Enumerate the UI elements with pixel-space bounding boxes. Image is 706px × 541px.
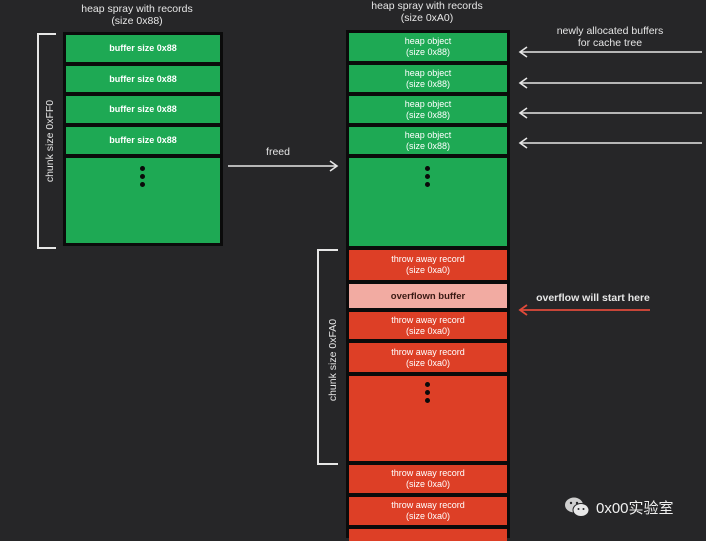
watermark-text: 0x00实验室 bbox=[596, 499, 674, 517]
heap-object-cell: heap object (size 0x88) bbox=[349, 33, 507, 61]
left-header-line1: heap spray with records bbox=[81, 3, 193, 15]
throw-away-record-cell: throw away record (size 0xa0) bbox=[349, 250, 507, 280]
right-heap-column: heap object (size 0x88) heap object (siz… bbox=[346, 30, 510, 541]
cell-line1: heap object bbox=[404, 98, 452, 109]
cell-line1: throw away record bbox=[391, 314, 465, 325]
cell-line1: heap object bbox=[404, 129, 452, 140]
cell-line1: heap object bbox=[404, 36, 452, 46]
cell-line2: (size 0x88) bbox=[405, 109, 450, 120]
heap-remaining-cell bbox=[349, 158, 507, 246]
cell-line1: heap object bbox=[404, 67, 452, 78]
heap-object-cell: heap object (size 0x88) bbox=[349, 96, 507, 123]
cell-line2: (size 0x88) bbox=[405, 78, 450, 89]
cell-line2: (size 0xa0) bbox=[405, 479, 450, 489]
cell-line1: throw away record bbox=[391, 254, 465, 264]
cell-line2: (size 0xa0) bbox=[405, 511, 450, 521]
throw-away-remaining-cell bbox=[349, 376, 507, 461]
throw-away-record-cell: throw away record (size 0xa0) bbox=[349, 343, 507, 372]
freed-arrow-icon bbox=[228, 160, 339, 172]
left-header-line2: (size 0x88) bbox=[111, 15, 163, 27]
left-buffer-cell: buffer size 0x88 bbox=[66, 127, 220, 154]
left-buffer-cell: buffer size 0x88 bbox=[66, 35, 220, 62]
right-chunk-bracket bbox=[317, 249, 338, 465]
newly-allocated-line2: for cache tree bbox=[577, 37, 643, 49]
newly-allocated-arrows bbox=[518, 46, 702, 149]
heap-object-cell: heap object (size 0x88) bbox=[349, 65, 507, 92]
left-remaining-cell bbox=[66, 158, 220, 243]
freed-label: freed bbox=[266, 146, 290, 158]
right-header: heap spray with records (size 0xA0) bbox=[352, 0, 502, 24]
throw-away-record-cell: throw away record (size 0xa0) bbox=[349, 465, 507, 493]
cell-line2: (size 0xa0) bbox=[405, 325, 450, 336]
cell-line1: throw away record bbox=[391, 468, 465, 478]
right-header-line1: heap spray with records bbox=[371, 0, 483, 12]
cell-line2: (size 0xa0) bbox=[405, 357, 450, 368]
left-chunk-bracket bbox=[37, 33, 56, 249]
cell-line1: throw away record bbox=[391, 346, 465, 357]
ellipsis-dots-icon bbox=[425, 166, 431, 190]
ellipsis-dots-icon bbox=[140, 166, 146, 190]
cell-line2: (size 0x88) bbox=[405, 140, 450, 151]
left-chunk-label: chunk size 0xFF0 bbox=[44, 99, 56, 183]
cell-line2: (size 0x88) bbox=[405, 47, 450, 57]
newly-allocated-line1: newly allocated buffers bbox=[556, 25, 664, 37]
wechat-icon bbox=[565, 497, 590, 517]
left-heap-column: buffer size 0x88 buffer size 0x88 buffer… bbox=[63, 32, 223, 246]
left-buffer-cell: buffer size 0x88 bbox=[66, 96, 220, 123]
throw-away-record-cell: throw away record (size 0xa0) bbox=[349, 497, 507, 525]
watermark: 0x00实验室 bbox=[564, 496, 674, 518]
overflown-buffer-cell: overflown buffer bbox=[349, 284, 507, 308]
overflow-label: overflow will start here bbox=[536, 292, 650, 304]
heap-object-cell: heap object (size 0x88) bbox=[349, 127, 507, 154]
newly-allocated-label: newly allocated buffers for cache tree bbox=[535, 25, 685, 49]
throw-away-record-cell: throw away record (size 0xa0) bbox=[349, 312, 507, 339]
right-chunk-label: chunk size 0xFA0 bbox=[327, 318, 339, 402]
left-buffer-cell: buffer size 0x88 bbox=[66, 66, 220, 92]
cell-line2: (size 0xa0) bbox=[405, 265, 450, 275]
right-header-line2: (size 0xA0) bbox=[400, 12, 454, 24]
left-header: heap spray with records (size 0x88) bbox=[62, 3, 212, 27]
throw-away-record-cell-partial bbox=[349, 529, 507, 541]
overflow-arrow-icon bbox=[518, 304, 650, 316]
cell-line1: throw away record bbox=[391, 500, 465, 510]
ellipsis-dots-icon bbox=[425, 382, 431, 406]
